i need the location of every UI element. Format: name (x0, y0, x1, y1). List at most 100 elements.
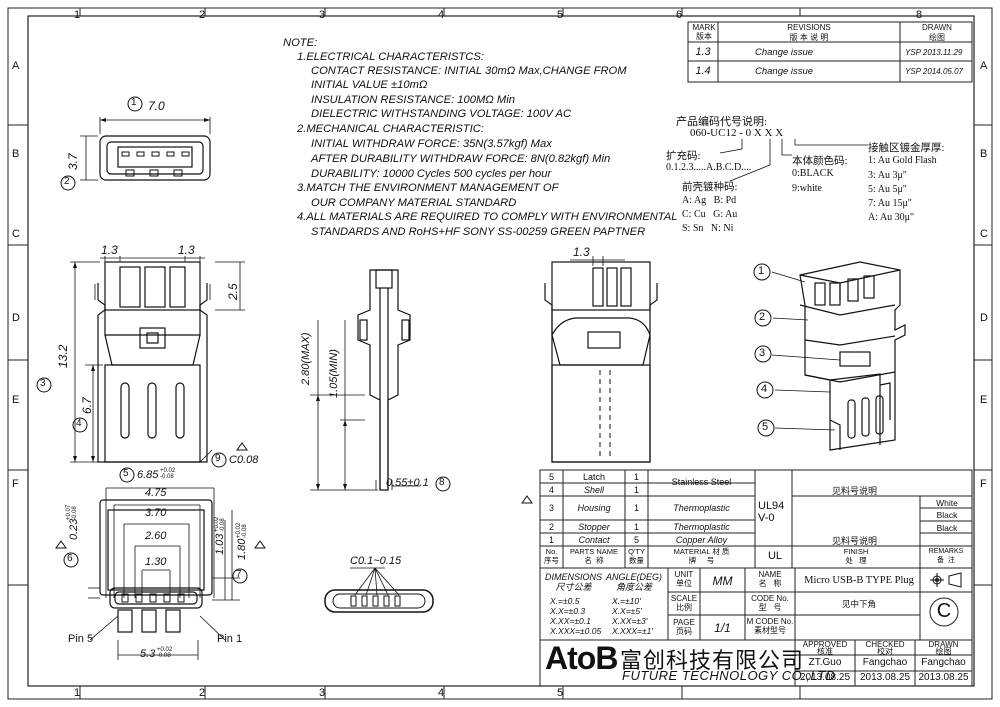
side-view (310, 269, 420, 491)
balloon-4-front: 4 (76, 418, 82, 429)
bom-see-spec-2: 见料号说明 (832, 536, 878, 546)
bom-qty-3: 1 (633, 503, 639, 513)
bom-see-spec: 见料号说明 (832, 486, 878, 496)
dim-1-80-tol: +0.02 -0.08 (236, 522, 248, 538)
balloon-1-top: 1 (131, 97, 137, 108)
shell-code-3: S: Sn N: Ni (682, 223, 734, 234)
rev-header-mark: MARK 版本 (692, 23, 716, 41)
balloon-5-end: 5 (123, 468, 129, 479)
pin-5-label: Pin 5 (68, 633, 94, 645)
notes-heading: NOTE: (283, 37, 318, 49)
row-label-c-right: C (980, 228, 988, 240)
balloon-2-iso: 2 (759, 311, 766, 323)
col-label-2: 2 (199, 9, 206, 21)
dim-5-3: 5.3 (140, 648, 156, 660)
dim-13-2: 13.2 (56, 344, 70, 368)
contact-plating-label: 接触区镀金厚厚: (868, 143, 945, 154)
tb-drawn-label: DRAWN 绘图 (928, 640, 959, 656)
note-line-9: DURABILITY: 10000 Cycles 500 cycles per … (311, 168, 552, 180)
triangle-markers (55, 442, 533, 549)
note-line-12: 4.ALL MATERIALS ARE REQUIRED TO COMPLY W… (297, 211, 678, 223)
body-color-1: 0:BLACK (792, 168, 834, 179)
col-label-3: 3 (319, 9, 326, 21)
col-label-4-bottom: 4 (438, 687, 445, 699)
company-logo: AtoB (545, 640, 618, 676)
chamfer-detail (324, 567, 434, 613)
col-label-3-bottom: 3 (319, 687, 326, 699)
rev-header-cn: 版 本 说 明 (789, 33, 829, 42)
tb-drawn-by: Fangchao (921, 657, 966, 668)
balloon-9-front: 9 (215, 453, 221, 464)
col-label-6: 6 (676, 9, 683, 21)
shell-code-label: 前壳镀种码: (682, 182, 738, 193)
dim-1-30: 1.30 (145, 556, 167, 568)
row-label-d: D (12, 312, 20, 324)
tb-checked-label: CHECKED 校对 (865, 640, 905, 656)
balloon-3-front: 3 (40, 378, 46, 389)
balloon-5-iso: 5 (762, 421, 769, 433)
tb-name-label: NAME 名 称 (758, 570, 782, 588)
bom-header-part: PARTS NAME 名 称 (569, 547, 619, 565)
balloon-1-iso: 1 (758, 265, 765, 277)
dim-6-7: 6.7 (80, 397, 94, 414)
tb-approved-by: ZT.Guo (808, 657, 842, 668)
tb-scale-label: SCALE 比例 (670, 594, 698, 612)
bom-header-finish: FINISH 处 理 (843, 547, 869, 565)
pin-1-label: Pin 1 (217, 633, 243, 645)
col-label-1: 1 (74, 9, 81, 21)
row-label-b-right: B (980, 148, 988, 160)
shell-code-2: C: Cu G: Au (682, 209, 738, 220)
bom-no-1: 1 (548, 535, 554, 545)
note-line-8: AFTER DURABILITY WITHDRAW FORCE: 8N(0.82… (311, 153, 611, 165)
dim-2-5: 2.5 (226, 283, 240, 300)
tb-name-value: Micro USB-B TYPE Plug (804, 575, 914, 586)
bom-no-3: 3 (548, 503, 554, 513)
dim-4-75: 4.75 (145, 487, 167, 499)
rev-header-en: REVISIONS (787, 23, 831, 32)
note-line-2: CONTACT RESISTANCE: INITIAL 30mΩ Max,CHA… (311, 65, 627, 77)
balloon-3-iso: 3 (759, 347, 766, 359)
dim-6-85: 6.85 (137, 469, 159, 481)
contact-plating-1: 1: Au Gold Flash (868, 155, 937, 166)
bom-material-2: Thermoplastic (673, 522, 730, 532)
rev-header-drawn-cn: 绘图 (929, 33, 945, 42)
projection-symbol (930, 572, 962, 588)
bom-header-no: No. 序号 (544, 547, 559, 565)
balloon-6-end: 6 (67, 553, 73, 564)
col-label-1-bottom: 1 (74, 687, 81, 699)
rev-row-1-drawn: YSP 2013.11.29 (905, 48, 963, 57)
rev-row-2-drawn: YSP 2014.05.07 (905, 67, 963, 76)
dim-c0-08: C0.08 (229, 454, 259, 466)
bom-part-stopper: Stopper (578, 522, 610, 532)
tb-page-value: 1/1 (714, 621, 731, 635)
tb-approved-label: APPROVED 核准 (802, 640, 848, 656)
bom-part-latch: Latch (582, 472, 606, 482)
dim-3-70: 3.70 (145, 507, 167, 519)
bom-material-3: Thermoplastic (673, 503, 730, 513)
balloon-2-top: 2 (64, 176, 70, 187)
balloon-circles (36, 96, 775, 584)
row-label-e: E (12, 394, 20, 406)
tb-page-label: PAGE 页码 (673, 618, 695, 636)
tb-tol-ang-2: X.X=±5' (612, 606, 642, 616)
isometric-view (771, 261, 906, 451)
dim-1-80: 1.80 (236, 538, 248, 560)
front-view (70, 256, 245, 463)
grid-ticks (8, 8, 992, 699)
ext-code-values: 0.1.2.3.....A.B.C.D.... (666, 162, 752, 173)
rear-view (544, 256, 658, 463)
bom-header-material: MATERIAL 材 质 牌 号 (673, 547, 730, 565)
bom-qty-5: 1 (633, 472, 639, 482)
tb-date-approved: 2013.08.25 (799, 672, 851, 683)
dim-5-3-tol: +0.02 -0.08 (157, 647, 173, 659)
part-code-value: 060-UC12 - 0 X X X (690, 127, 784, 139)
bom-header-ul: UL (767, 550, 783, 562)
bom-no-5: 5 (548, 472, 554, 482)
part-code-title: 产品编码代号说明: (676, 116, 768, 128)
col-label-5: 5 (557, 9, 564, 21)
balloon-4-iso: 4 (761, 383, 768, 395)
dim-1-03-tol: +0.02 -0.08 (214, 516, 226, 532)
note-line-4: INSULATION RESISTANCE: 100MΩ Min (311, 94, 515, 106)
contact-plating-5: A: Au 30μ" (868, 212, 915, 223)
